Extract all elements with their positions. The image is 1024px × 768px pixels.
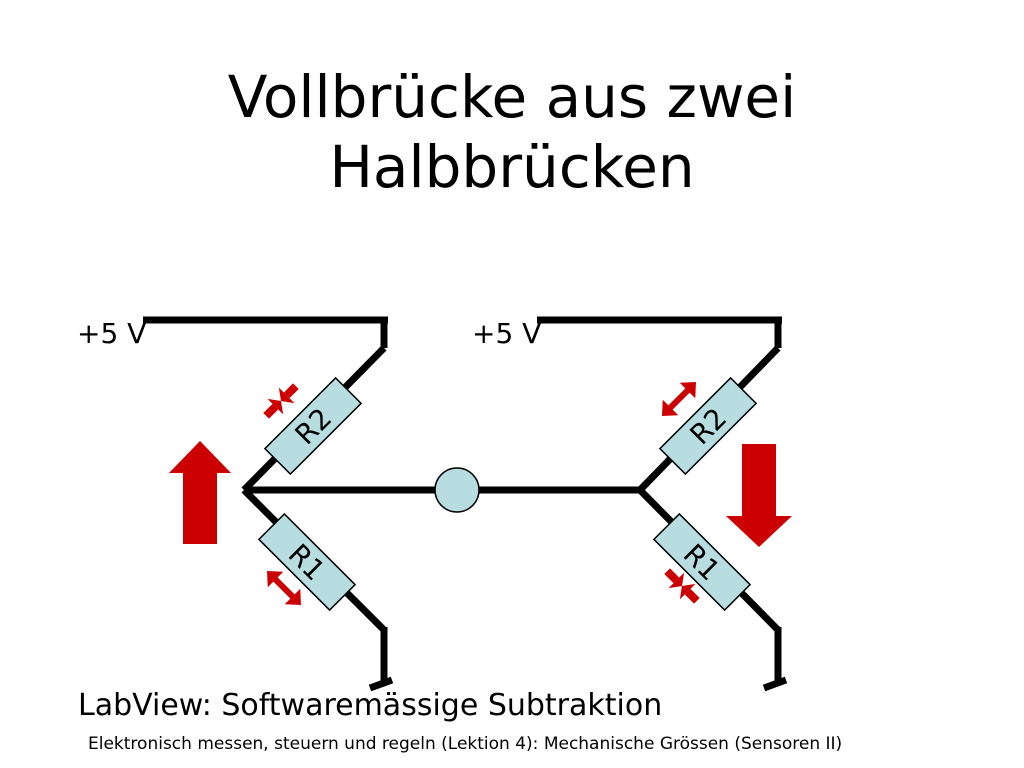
bridge-meter xyxy=(434,467,480,513)
left-half-bridge: R2 R1 xyxy=(143,316,394,692)
left-force-up-arrow-icon xyxy=(169,441,231,544)
left-r2-compression-icon xyxy=(263,383,299,419)
right-resistor-r1: R1 xyxy=(652,512,752,612)
subtitle: LabView: Softwaremässige Subtraktion xyxy=(78,688,663,723)
slide-title: Vollbrücke aus zwei Halbbrücken xyxy=(0,62,1024,202)
left-ground-foot xyxy=(368,676,394,692)
title-line-1: Vollbrücke aus zwei xyxy=(227,63,797,131)
right-half-bridge: R2 R1 xyxy=(537,316,792,692)
right-supply-label: +5 V xyxy=(472,317,541,350)
right-force-down-arrow-icon xyxy=(726,444,792,547)
footer-text: Elektronisch messen, steuern und regeln … xyxy=(88,734,843,754)
right-r2-extension-icon xyxy=(662,382,696,416)
right-resistor-r2: R2 xyxy=(658,376,758,476)
title-line-2: Halbbrücken xyxy=(329,133,695,201)
left-resistor-r2: R2 xyxy=(263,376,363,476)
left-resistor-r1: R1 xyxy=(257,512,357,612)
left-r1-extension-icon xyxy=(267,571,301,605)
right-ground-foot xyxy=(762,676,788,692)
left-supply-label: +5 V xyxy=(77,317,146,350)
